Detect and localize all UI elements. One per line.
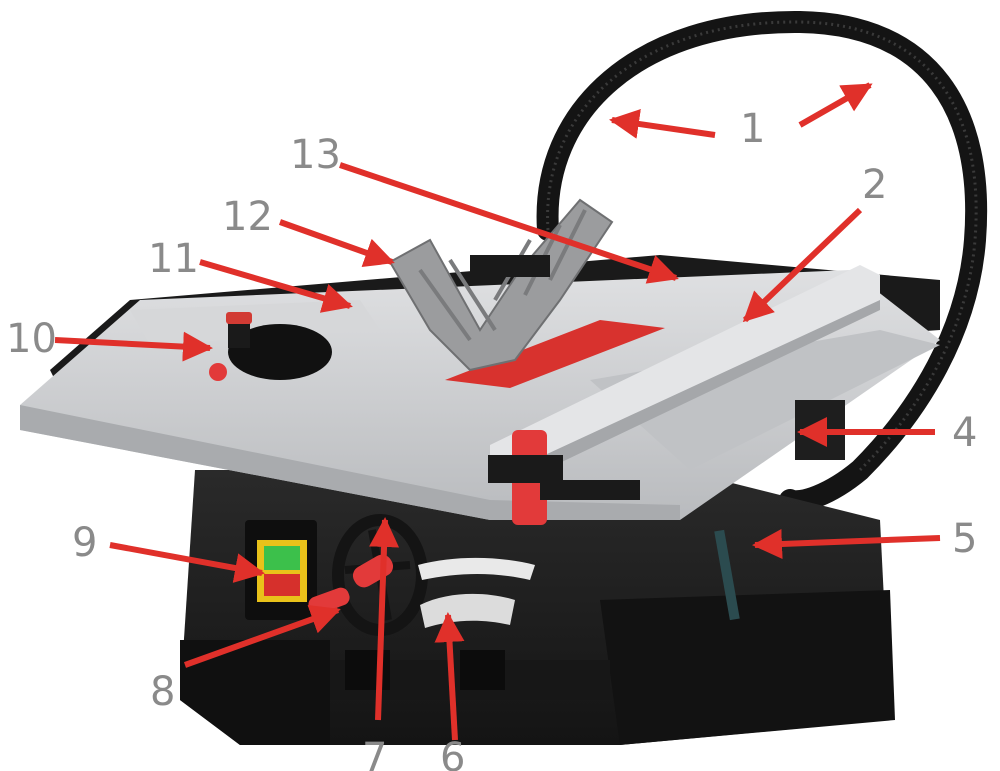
saw-body bbox=[180, 470, 895, 745]
fence-lock-lever bbox=[488, 430, 640, 525]
callout-8: 8 bbox=[150, 669, 175, 715]
callout-4: 4 bbox=[952, 410, 977, 456]
callout-arrows bbox=[54, 82, 941, 741]
power-switch bbox=[245, 520, 317, 620]
arrow-8 bbox=[183, 605, 341, 668]
callout-10: 10 bbox=[6, 316, 57, 362]
arrow-1b bbox=[798, 82, 873, 128]
callout-11: 11 bbox=[148, 236, 199, 282]
callout-5: 5 bbox=[952, 516, 977, 562]
arrow-2 bbox=[742, 207, 863, 323]
throat-plate bbox=[445, 320, 665, 388]
arrow-6 bbox=[434, 612, 465, 741]
miter-gauge bbox=[130, 300, 380, 381]
callout-2: 2 bbox=[862, 162, 887, 208]
arrow-12 bbox=[278, 219, 395, 268]
callout-12: 12 bbox=[222, 194, 273, 240]
arrow-9 bbox=[109, 542, 265, 583]
arrow-1a bbox=[609, 109, 716, 139]
arrow-10 bbox=[54, 331, 213, 362]
arrow-11 bbox=[199, 259, 353, 313]
arrow-5 bbox=[752, 528, 941, 559]
callout-6: 6 bbox=[440, 735, 465, 771]
arrow-7 bbox=[369, 517, 400, 721]
callout-7: 7 bbox=[362, 735, 387, 771]
blade-guard bbox=[388, 198, 614, 372]
bevel-lock-handle bbox=[714, 529, 740, 621]
arrow-13 bbox=[339, 162, 679, 284]
callout-1: 1 bbox=[740, 106, 765, 152]
callout-labels: 1 2 4 5 6 7 8 9 10 11 12 13 bbox=[6, 106, 977, 771]
callout-13: 13 bbox=[290, 132, 341, 178]
callout-9: 9 bbox=[72, 520, 97, 566]
